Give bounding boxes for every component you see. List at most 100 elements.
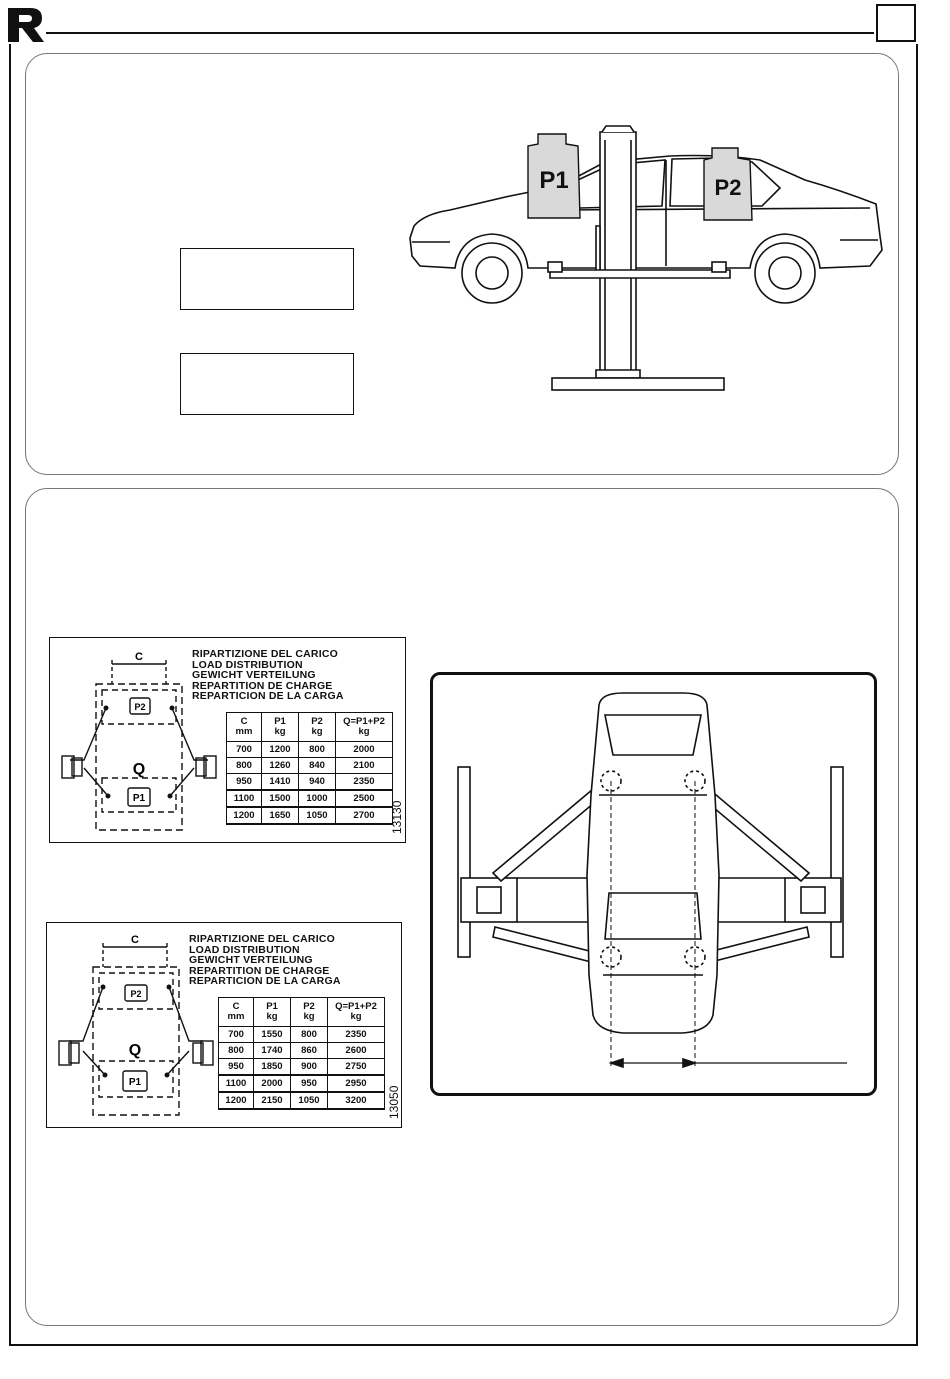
cell: 2150	[253, 1091, 291, 1110]
cell: 950	[226, 773, 262, 791]
lift-side-view-panel	[25, 53, 899, 475]
header-text: P1	[274, 716, 286, 727]
cell: 2000	[253, 1074, 291, 1093]
plate-1-title-fr: REPARTITION DE CHARGE	[192, 679, 333, 692]
cell: 2950	[327, 1074, 385, 1093]
cell: 900	[290, 1058, 328, 1076]
header-text: Q=P1+P2	[343, 716, 385, 727]
cell: 800	[218, 1042, 254, 1059]
cell: 2600	[327, 1042, 385, 1059]
header-unit: mm	[227, 1011, 245, 1022]
plate-1-title-it: RIPARTIZIONE DEL CARICO	[192, 648, 338, 660]
plate-2-titles: RIPARTIZIONE DEL CARICO LOAD DISTRIBUTIO…	[189, 934, 341, 987]
cell: 800	[226, 757, 262, 774]
header-unit: kg	[303, 1011, 315, 1022]
cell: 1260	[261, 757, 299, 774]
header-unit: kg	[350, 1011, 362, 1022]
plate-2-title-it: RIPARTIZIONE DEL CARICO	[189, 933, 335, 945]
cell: 1100	[218, 1074, 254, 1093]
header-unit: kg	[311, 726, 323, 737]
cell: 3200	[327, 1091, 385, 1110]
cell: 700	[226, 741, 262, 758]
header-rule	[46, 32, 874, 34]
weight-p2-label: P2	[715, 175, 742, 200]
plate-2-p2-label: P2	[130, 989, 141, 999]
cell: 1500	[261, 789, 299, 808]
page-frame	[9, 44, 918, 1346]
cell: 1410	[261, 773, 299, 791]
cell: 1650	[261, 806, 299, 825]
plate-2-c-label: C	[131, 934, 139, 946]
plate-1-title-de: GEWICHT VERTEILUNG	[192, 669, 316, 681]
header-unit: kg	[266, 1011, 278, 1022]
plate-2-title-es: REPARTICION DE LA CARGA	[189, 975, 341, 987]
car-plan-outline	[586, 692, 720, 1034]
weight-p1-label: P1	[539, 167, 568, 194]
header-text: P2	[303, 1001, 315, 1012]
header-text: P1	[266, 1001, 278, 1012]
plate-1-title-en: LOAD DISTRIBUTION	[192, 658, 303, 671]
cell: 940	[298, 773, 336, 791]
cell: 2350	[335, 773, 393, 791]
cell: 800	[298, 741, 336, 758]
cell: 1200	[261, 741, 299, 758]
cell: 950	[218, 1058, 254, 1076]
weight-p1-icon: P1	[527, 133, 581, 219]
page-number-box	[876, 4, 916, 42]
plate-1-title-es: REPARTICION DE LA CARGA	[192, 690, 344, 702]
cell: 2000	[335, 741, 393, 758]
plate-2-diagram: P2 P1 Q C	[58, 934, 214, 1116]
cell: 860	[290, 1042, 328, 1059]
header-text: C	[232, 1001, 240, 1012]
cell: 1200	[218, 1091, 254, 1110]
plan-view-illustration	[457, 692, 847, 1069]
cell: 1000	[298, 789, 336, 808]
header-unit: kg	[358, 726, 370, 737]
plate-2-code: 13050	[387, 1085, 401, 1119]
text-box-1	[180, 248, 354, 310]
lift-base-plate	[551, 377, 725, 391]
cell: 950	[290, 1074, 328, 1093]
cell: 2750	[327, 1058, 385, 1076]
cell: 1740	[253, 1042, 291, 1059]
load-distribution-panel	[25, 488, 899, 1326]
cell: 1850	[253, 1058, 291, 1076]
plate-1-p2-label: P2	[134, 702, 145, 712]
plate-1-titles: RIPARTIZIONE DEL CARICO LOAD DISTRIBUTIO…	[192, 649, 344, 702]
cell: 800	[290, 1026, 328, 1043]
cell: 2700	[335, 806, 393, 825]
plate-2-title-fr: REPARTITION DE CHARGE	[189, 964, 330, 977]
cell: 1200	[226, 806, 262, 825]
r-logo-icon	[8, 8, 44, 42]
cell: 2100	[335, 757, 393, 774]
plate-1-code: 13130	[390, 800, 404, 834]
header-text: C	[240, 716, 248, 727]
load-plate-1: P2 P1 Q C RIPARTIZIONE DEL CARICO LOAD D…	[49, 637, 406, 843]
cell: 2500	[335, 789, 393, 808]
header-unit: kg	[274, 726, 286, 737]
car-on-lift-illustration: P1 P2	[409, 125, 883, 391]
plate-1-diagram: P2 P1 Q C	[61, 651, 217, 831]
weight-p2-icon: P2	[703, 147, 753, 221]
lift-arms	[549, 269, 731, 279]
cell: 1550	[253, 1026, 291, 1043]
